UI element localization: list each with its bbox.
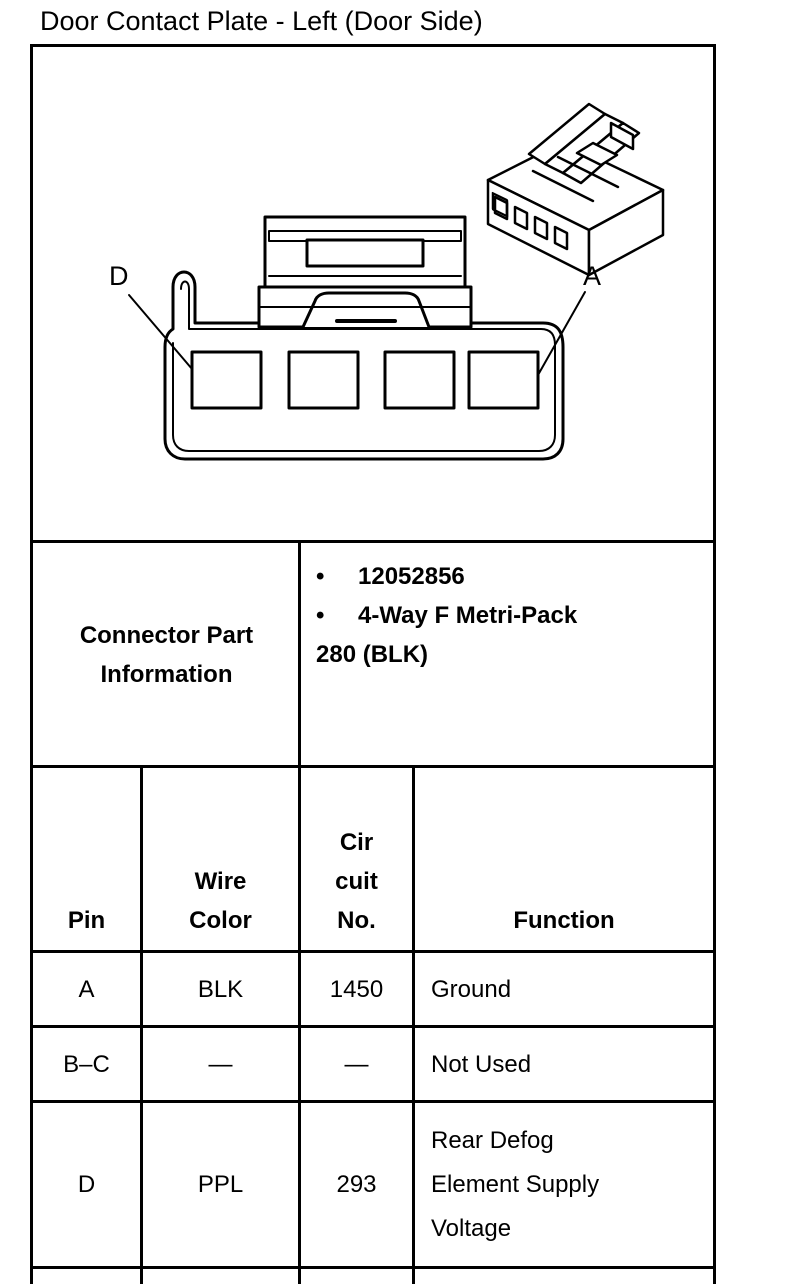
list-item: • 12052856 bbox=[316, 557, 712, 596]
table-cell-wire-color: PPL bbox=[197, 1171, 244, 1198]
header-wire-color: Wire Color bbox=[189, 868, 252, 934]
isometric-connector-icon bbox=[486, 102, 665, 277]
header-function: Function bbox=[513, 907, 615, 934]
pin-label-d: D bbox=[109, 261, 129, 291]
table-cell-pin: A bbox=[78, 975, 95, 1003]
cavity-d bbox=[190, 350, 263, 410]
table-cell-function: Not Used bbox=[431, 1050, 532, 1078]
connector-info-list: • 12052856 • 4-Way F Metri-Pack 280 (BLK… bbox=[316, 557, 712, 674]
column-divider-2 bbox=[298, 765, 301, 1284]
table-cell-circuit: 1450 bbox=[329, 975, 384, 1003]
leader-line-d bbox=[128, 294, 193, 370]
part-number: 12052856 bbox=[358, 563, 465, 590]
header-pin: Pin bbox=[67, 907, 106, 934]
cavity-c bbox=[287, 350, 360, 410]
connector-description: 4-Way F Metri-Pack bbox=[358, 602, 578, 629]
connector-face bbox=[163, 215, 565, 461]
table-cell-circuit: — bbox=[344, 1050, 369, 1078]
table-cell-wire-color: BLK bbox=[197, 975, 244, 1003]
table-cell-circuit: 293 bbox=[336, 1171, 377, 1198]
info-column-divider bbox=[298, 540, 301, 768]
column-divider-3 bbox=[412, 765, 415, 1284]
connector-drawing: D A bbox=[109, 102, 665, 461]
table-cell-wire-color: — bbox=[208, 1050, 233, 1078]
page-title: Door Contact Plate - Left (Door Side) bbox=[40, 6, 483, 36]
divider-row-3 bbox=[30, 1266, 716, 1269]
divider-diagram bbox=[30, 540, 716, 543]
table-cell-pin: B–C bbox=[63, 1050, 110, 1078]
connector-info-label: Connector Part Information bbox=[79, 622, 254, 688]
column-divider-1 bbox=[140, 765, 143, 1284]
list-item-continuation: 280 (BLK) bbox=[316, 641, 429, 668]
divider-info bbox=[30, 765, 716, 768]
connector-table-frame bbox=[30, 44, 716, 1284]
table-cell-function: Rear Defog Element Supply Voltage bbox=[431, 1126, 600, 1242]
pin-label-a: A bbox=[583, 261, 601, 291]
header-circuit: Cir cuit No. bbox=[335, 829, 378, 934]
table-cell-pin: D bbox=[77, 1171, 96, 1198]
connector-diagram: D A bbox=[33, 47, 713, 540]
table-cell-function: Ground bbox=[431, 975, 512, 1003]
cavity-a bbox=[467, 350, 540, 410]
divider-row-1 bbox=[30, 1025, 716, 1028]
divider-header bbox=[30, 950, 716, 953]
list-item: • 4-Way F Metri-Pack bbox=[316, 596, 712, 635]
cavity-b bbox=[383, 350, 456, 410]
leader-line-a bbox=[537, 291, 586, 376]
divider-row-2 bbox=[30, 1100, 716, 1103]
